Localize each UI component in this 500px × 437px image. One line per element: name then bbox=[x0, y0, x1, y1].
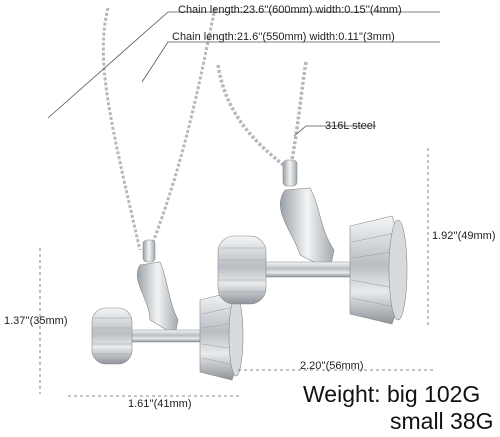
chain-leader-lines bbox=[47, 11, 440, 137]
big-height-label: 1.92''(49mm) bbox=[432, 230, 496, 242]
chain-small-label: Chain length:21.6''(550mm) width:0.11''(… bbox=[172, 31, 395, 43]
big-bail bbox=[282, 159, 298, 187]
material-label: 316L steel bbox=[325, 120, 376, 132]
small-chain bbox=[101, 7, 217, 251]
small-width-label: 1.61''(41mm) bbox=[128, 398, 192, 410]
small-right-weight bbox=[199, 291, 244, 381]
small-height-label: 1.37''(35mm) bbox=[4, 315, 68, 327]
big-chain bbox=[216, 61, 308, 172]
dimension-lines bbox=[39, 148, 436, 397]
weight-small-label: small 38G bbox=[390, 408, 494, 434]
big-width-label: 2.20''(56mm) bbox=[300, 360, 364, 372]
chain-big-label: Chain length:23.6''(600mm) width:0.15''(… bbox=[178, 4, 402, 16]
small-left-weight bbox=[91, 307, 133, 365]
big-arm bbox=[279, 187, 335, 271]
big-left-weight bbox=[217, 235, 267, 305]
weight-big-label: Weight: big 102G bbox=[303, 381, 481, 407]
small-bail bbox=[142, 239, 156, 263]
small-arm bbox=[136, 261, 179, 336]
big-right-weight bbox=[349, 215, 408, 325]
